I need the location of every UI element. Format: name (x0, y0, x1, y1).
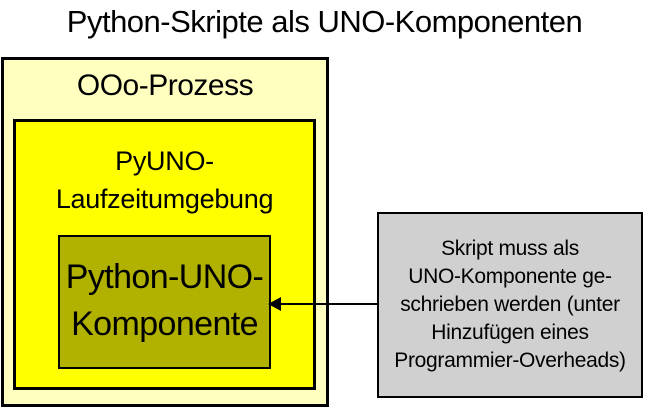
note-box: Skript muss als UNO-Komponente ge- schri… (377, 212, 643, 398)
python-uno-component-label-line1: Python-UNO- (65, 258, 264, 296)
python-uno-component-label: Python-UNO- Komponente (60, 254, 269, 348)
pyuno-runtime-label-line1: PyUNO- (115, 146, 214, 176)
ooo-process-label: OOo-Prozess (76, 69, 254, 102)
note-line-3: schrieben werden (unter (400, 293, 620, 316)
arrow-line (270, 303, 378, 305)
note-line-5: Programmier-Overheads) (394, 349, 626, 372)
page-title: Python-Skripte als UNO-Komponenten (66, 4, 583, 39)
note-line-1: Skript muss als (441, 237, 579, 260)
ooo-process-box: OOo-Prozess PyUNO- Laufzeitumgebung Pyth… (1, 57, 329, 407)
pyuno-runtime-box: PyUNO- Laufzeitumgebung Python-UNO- Komp… (13, 119, 316, 390)
note-line-2: UNO-Komponente ge- (408, 265, 612, 288)
python-uno-component-box: Python-UNO- Komponente (58, 235, 271, 369)
pyuno-runtime-label-line2: Laufzeitumgebung (55, 184, 274, 214)
python-uno-component-label-line2: Komponente (71, 305, 258, 343)
note-line-4: Hinzufügen eines (431, 321, 589, 344)
pyuno-runtime-label: PyUNO- Laufzeitumgebung (16, 142, 313, 218)
arrow-left-icon (268, 297, 281, 311)
